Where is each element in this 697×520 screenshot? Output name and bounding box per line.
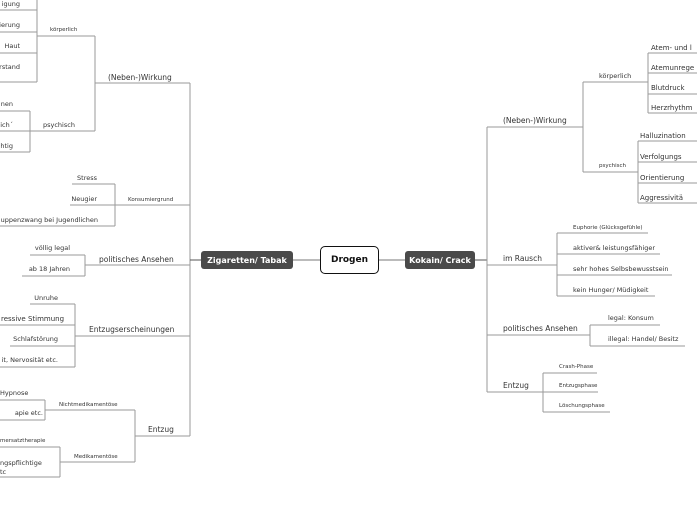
left-psychisch-item[interactable]: ich´ bbox=[0, 121, 13, 129]
left-koerperlich[interactable]: körperlich bbox=[50, 27, 78, 33]
left-med-item[interactable]: ngspflichtige bbox=[0, 459, 42, 467]
left-politisch[interactable]: politisches Ansehen bbox=[99, 255, 174, 264]
right-koerperlich-item[interactable]: Atem- und l bbox=[651, 44, 692, 52]
left-med-item[interactable]: tc bbox=[0, 468, 7, 476]
right-entzug-item[interactable]: Crash-Phase bbox=[559, 364, 594, 370]
right-rausch-item[interactable]: sehr hohes Selbsbewusstsein bbox=[573, 265, 669, 273]
left-medikamentoese[interactable]: Medikamentöse bbox=[74, 454, 118, 460]
left-politisch-item[interactable]: ab 18 Jahren bbox=[28, 265, 70, 273]
left-entzugserscheinungen[interactable]: Entzugserscheinungen bbox=[89, 325, 175, 334]
left-nicht-item[interactable]: apie etc. bbox=[14, 409, 43, 417]
left-psychisch-item[interactable]: nen bbox=[0, 100, 13, 108]
right-entzug-item[interactable]: Löschungsphase bbox=[559, 403, 605, 409]
left-nicht-item[interactable]: Hypnose bbox=[0, 389, 29, 397]
right-wirkung[interactable]: (Neben-)Wirkung bbox=[503, 116, 567, 125]
right-psychisch-item[interactable]: Orientierung bbox=[640, 174, 685, 182]
right-koerperlich[interactable]: körperlich bbox=[599, 72, 632, 80]
right-psychisch-item[interactable]: Halluzination bbox=[640, 132, 686, 140]
left-konsumgrund-item[interactable]: uppenzwang bei Jugendlichen bbox=[0, 216, 98, 224]
right-rausch[interactable]: im Rausch bbox=[503, 254, 542, 263]
right-psychisch-item[interactable]: Aggressivitä bbox=[640, 194, 684, 202]
node-kokain-crack[interactable]: Kokain/ Crack bbox=[405, 251, 475, 269]
right-rausch-item[interactable]: Euphorie (Glücksgefühle) bbox=[573, 225, 643, 231]
left-entzugserscheinungen-item[interactable]: Schlafstörung bbox=[13, 335, 58, 343]
left-wirkung[interactable]: (Neben-)Wirkung bbox=[108, 73, 172, 82]
right-rausch-item[interactable]: kein Hunger/ Müdigkeit bbox=[573, 286, 649, 294]
left-koerperlich-item[interactable]: igung bbox=[1, 0, 20, 8]
left-konsumgrund-item[interactable]: Stress bbox=[77, 174, 97, 182]
left-psychisch[interactable]: psychisch bbox=[43, 121, 75, 129]
left-politisch-item[interactable]: völlig legal bbox=[34, 244, 70, 252]
right-entzug-item[interactable]: Entzugsphase bbox=[559, 383, 598, 389]
right-politisch-item[interactable]: illegal: Handel/ Besitz bbox=[608, 335, 679, 343]
right-entzug[interactable]: Entzug bbox=[503, 381, 529, 390]
right-koerperlich-item[interactable]: Atemunrege bbox=[651, 64, 695, 72]
left-nichtmedikamentoese[interactable]: Nichtmedikamentöse bbox=[59, 402, 118, 408]
left-entzugserscheinungen-item[interactable]: it, Nervosität etc. bbox=[1, 356, 58, 364]
root-node[interactable]: Drogen bbox=[320, 246, 379, 274]
left-entzugserscheinungen-item[interactable]: Unruhe bbox=[34, 294, 58, 302]
left-entzugserscheinungen-item[interactable]: ressive Stimmung bbox=[1, 315, 65, 323]
left-med-item[interactable]: mersatztherapie bbox=[0, 438, 46, 444]
left-entzug[interactable]: Entzug bbox=[148, 425, 174, 434]
left-koerperlich-item[interactable]: ierung bbox=[0, 21, 20, 29]
right-rausch-item[interactable]: aktiver& leistungsfähiger bbox=[573, 244, 656, 252]
right-psychisch[interactable]: psychisch bbox=[599, 163, 627, 169]
right-politisch[interactable]: politisches Ansehen bbox=[503, 324, 578, 333]
left-konsumgrund-item[interactable]: Neugier bbox=[71, 195, 97, 203]
left-koerperlich-item[interactable]: rstand bbox=[0, 63, 20, 71]
left-konsumgrund[interactable]: Konsumiergrund bbox=[128, 197, 174, 203]
left-psychisch-item[interactable]: htig bbox=[0, 142, 13, 150]
right-politisch-item[interactable]: legal: Konsum bbox=[608, 314, 654, 322]
right-koerperlich-item[interactable]: Blutdruck bbox=[651, 84, 685, 92]
right-koerperlich-item[interactable]: Herzrhythm bbox=[651, 104, 693, 112]
right-psychisch-item[interactable]: Verfolgungs bbox=[640, 153, 682, 161]
node-zigaretten-tabak[interactable]: Zigaretten/ Tabak bbox=[201, 251, 293, 269]
left-koerperlich-item[interactable]: Haut bbox=[4, 42, 20, 50]
